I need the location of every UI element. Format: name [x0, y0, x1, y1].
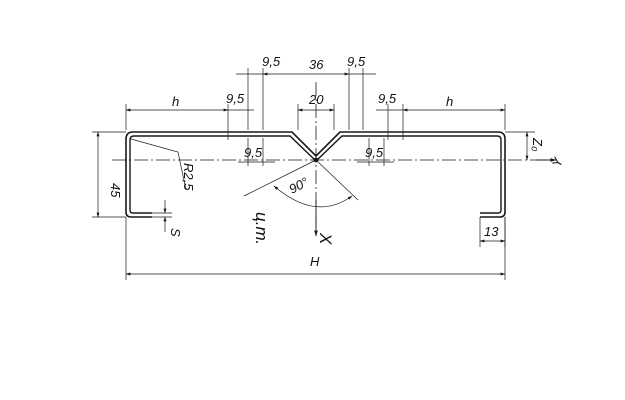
label-thickness: S	[168, 228, 183, 237]
label-h-left: h	[172, 94, 179, 109]
label-95-mid-left: 9,5	[226, 91, 245, 106]
label-flange-13: 13	[484, 224, 499, 239]
label-95-low-right: 9,5	[365, 145, 384, 160]
label-radius: R2,5	[181, 163, 196, 191]
angle-leader-right	[315, 159, 359, 201]
label-axis-y: Y	[549, 154, 567, 169]
label-95-top-left: 9,5	[262, 54, 281, 69]
label-total-h: H	[310, 254, 320, 269]
radius-leader	[130, 138, 187, 191]
label-95-mid-right: 9,5	[378, 91, 397, 106]
label-centroid: ц.т.	[252, 212, 271, 245]
label-h-right: h	[446, 94, 453, 109]
centroid-point	[313, 157, 319, 163]
angle-arc	[273, 185, 353, 208]
label-z0: Z₀	[530, 137, 545, 152]
label-axis-x: X	[316, 232, 335, 245]
label-20: 20	[308, 92, 324, 107]
label-angle: 90°	[286, 174, 310, 196]
label-95-low-left: 9,5	[244, 145, 263, 160]
angle-leader-left	[243, 159, 317, 197]
label-36: 36	[309, 57, 324, 72]
label-95-top-right: 9,5	[347, 54, 366, 69]
label-height-45: 45	[108, 183, 123, 198]
